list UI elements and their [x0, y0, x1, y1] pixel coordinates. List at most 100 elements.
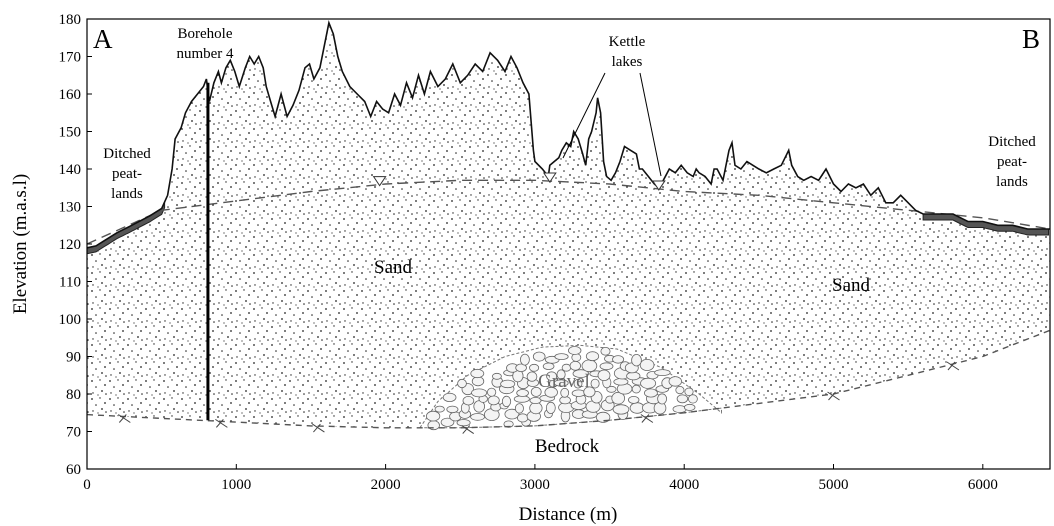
- gravel-clast: [470, 413, 486, 421]
- gravel-clast: [425, 410, 441, 422]
- kettle-lakes-label-line2: lakes: [612, 54, 643, 70]
- gravel-clast: [486, 387, 497, 397]
- x-tick-label: 2000: [371, 477, 401, 493]
- gravel-clast: [668, 376, 683, 387]
- x-tick-label: 1000: [221, 477, 251, 493]
- gravel-clast: [442, 392, 457, 402]
- gravel-clast: [503, 420, 514, 428]
- gravel-stones: [425, 346, 698, 431]
- gravel-clast: [532, 351, 546, 362]
- gravel-clast: [572, 369, 590, 378]
- y-tick-label: 90: [66, 350, 81, 366]
- gravel-clast: [554, 353, 569, 361]
- peatlands-right-line2: peat-: [997, 154, 1027, 170]
- gravel-clast: [545, 401, 556, 414]
- section-end-b: B: [1022, 24, 1040, 54]
- gravel-clast: [568, 346, 582, 355]
- peatlands-right-label: Ditched peat- lands: [988, 134, 1036, 190]
- x-tick-label: 0: [83, 477, 91, 493]
- gravel-clast: [684, 387, 694, 396]
- y-axis-label: Elevation (m.a.s.l): [10, 174, 31, 314]
- gravel-clast: [456, 419, 471, 427]
- bedrock-symbol: [118, 414, 131, 423]
- borehole-label-line1: Borehole: [178, 26, 233, 42]
- sand-label: Sand: [374, 257, 413, 278]
- y-tick-label: 60: [66, 462, 81, 478]
- gravel-clast: [597, 369, 611, 382]
- gravel-clast: [599, 362, 614, 371]
- bedrock-symbol: [312, 423, 325, 433]
- peatlands-left-label: Ditched peat- lands: [103, 146, 151, 202]
- y-tick-label: 80: [66, 387, 81, 403]
- kettle-leader-line: [562, 72, 606, 159]
- kettle-lakes-label-line1: Kettle: [609, 34, 646, 50]
- bedrock-symbol: [461, 425, 474, 434]
- gravel-clast: [546, 371, 557, 382]
- gravel-clast: [529, 396, 542, 404]
- peatlands-left-line2: peat-: [112, 166, 142, 182]
- gravel-clast: [529, 363, 540, 372]
- kettle-lake-leaders: [562, 72, 662, 177]
- borehole-label-line2: number 4: [176, 46, 234, 62]
- y-tick-label: 100: [59, 312, 82, 328]
- gravel-clast: [515, 363, 527, 372]
- gravel-clast: [657, 393, 667, 405]
- gravel-clast: [542, 362, 555, 370]
- bedrock-symbol: [946, 361, 960, 371]
- gravel-clast: [501, 395, 512, 407]
- gravel-clast: [440, 417, 455, 427]
- gravel-clast: [590, 378, 600, 389]
- gravel-clast: [631, 354, 642, 367]
- y-tick-label: 140: [59, 162, 82, 178]
- gravel-clast: [471, 376, 485, 387]
- gravel-clast: [628, 395, 640, 404]
- gravel-clast: [684, 403, 696, 411]
- gravel-clast: [471, 388, 488, 398]
- gravel-clast: [688, 394, 698, 404]
- gravel-clast: [491, 372, 502, 380]
- y-tick-label: 170: [59, 50, 82, 66]
- gravel-clast: [675, 385, 685, 395]
- gravel-clast: [530, 386, 542, 397]
- gravel-clast: [556, 369, 566, 380]
- y-tick-label: 70: [66, 425, 81, 441]
- peatlands-left-line1: Ditched: [103, 146, 151, 162]
- gravel-clast: [585, 351, 600, 362]
- gravel-clast: [516, 389, 529, 397]
- sand-fill: [87, 22, 1050, 428]
- water-table-markers: [372, 172, 666, 191]
- gravel-clast: [611, 391, 625, 405]
- x-tick-label: 5000: [819, 477, 849, 493]
- gravel-clast: [631, 384, 641, 394]
- water-table-marker: [651, 180, 666, 191]
- gravel-clast: [644, 388, 658, 398]
- gravel-clast: [626, 371, 641, 381]
- gravel-clast: [560, 387, 570, 398]
- x-tick-label: 4000: [669, 477, 699, 493]
- gravel-clast: [583, 386, 596, 398]
- gravel-clast: [514, 403, 524, 414]
- gravel-clast: [504, 408, 520, 420]
- kettle-leader-line: [639, 72, 662, 177]
- gravel-clast: [613, 378, 629, 386]
- bedrock-symbols: [118, 361, 960, 434]
- peatlands-right-line3: lands: [996, 174, 1028, 190]
- gravel-clast: [581, 359, 598, 373]
- gravel-clast: [612, 355, 625, 364]
- gravel-clast: [529, 401, 543, 415]
- surface-line: [87, 19, 1050, 249]
- gravel-clast: [487, 395, 500, 406]
- gravel-clast: [500, 379, 516, 389]
- y-tick-label: 120: [59, 237, 82, 253]
- sand-label-right: Sand: [832, 275, 871, 296]
- gravel-clast: [434, 405, 445, 413]
- strata: [87, 19, 1050, 434]
- gravel-clast: [639, 358, 655, 371]
- borehole-label: Borehole number 4: [176, 26, 234, 62]
- y-tick-label: 160: [59, 87, 82, 103]
- gravel-clast: [544, 386, 558, 398]
- bedrock-symbol: [215, 418, 228, 428]
- peatlands-right-line1: Ditched: [988, 134, 1036, 150]
- gravel-clast: [457, 378, 467, 389]
